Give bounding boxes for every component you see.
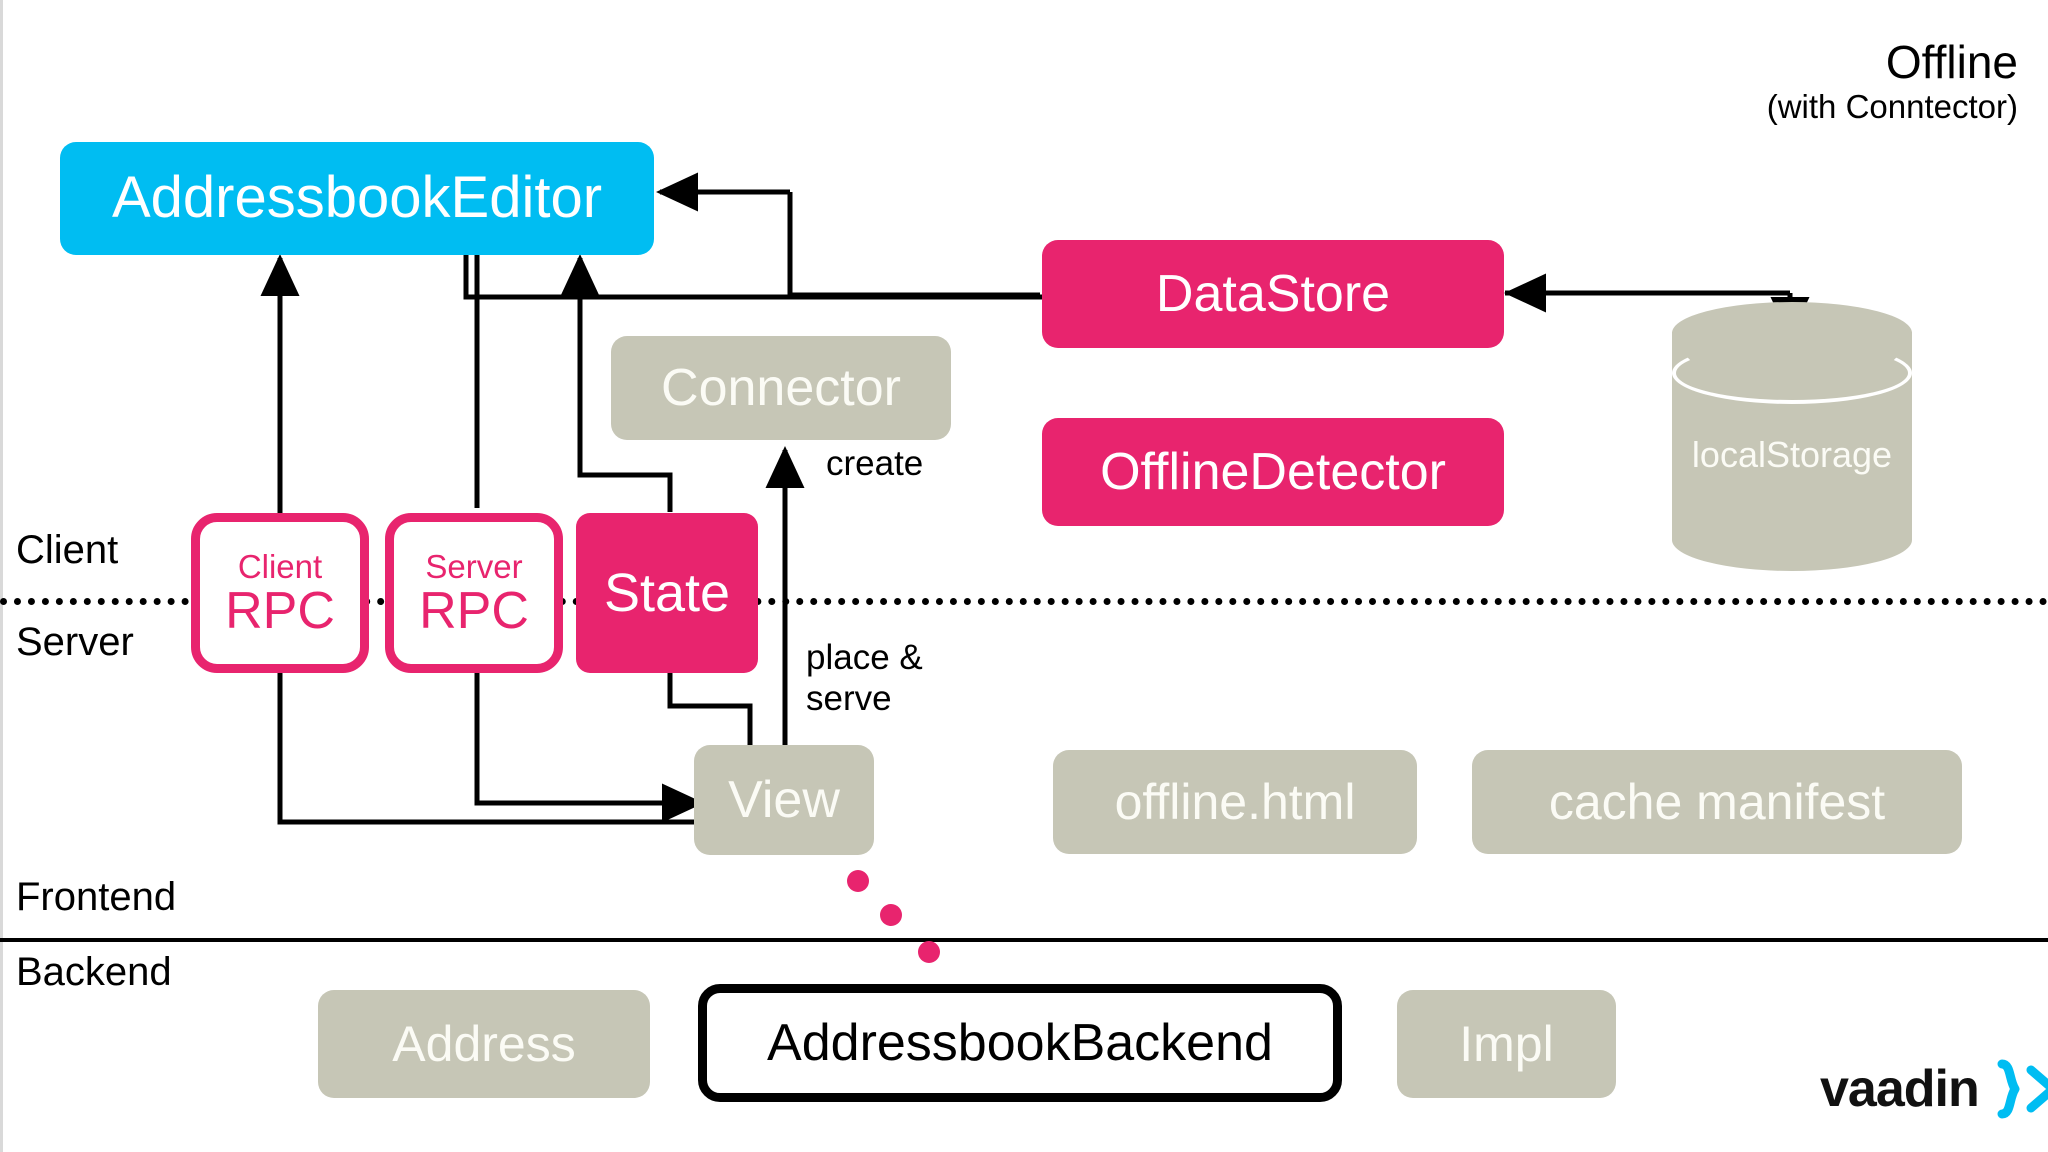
node-datastore-label: DataStore	[1155, 264, 1391, 323]
node-address[interactable]: Address	[318, 990, 650, 1098]
node-address-label: Address	[392, 1015, 576, 1072]
node-offline-html[interactable]: offline.html	[1053, 750, 1417, 854]
node-impl[interactable]: Impl	[1397, 990, 1616, 1098]
page-title: Offline	[1885, 36, 2018, 88]
node-view[interactable]: View	[694, 745, 874, 855]
node-addressbook-editor-label: AddressbookEditor	[111, 165, 603, 231]
annotation-create: create	[826, 444, 924, 483]
wire-state-to-view	[667, 672, 753, 745]
wire-editor-to-connector-bus	[466, 255, 1050, 297]
vaadin-glyph-icon	[1997, 1059, 2048, 1119]
node-client-rpc-label-bottom: RPC	[225, 581, 335, 640]
node-local-storage-label: localStorage	[1691, 434, 1893, 475]
annotation-place-serve-line2: serve	[806, 679, 892, 718]
node-addressbook-backend-label: AddressbookBackend	[767, 1013, 1273, 1072]
node-cache-manifest-label: cache manifest	[1548, 773, 1886, 830]
node-offline-detector[interactable]: OfflineDetector	[1042, 418, 1504, 526]
band-label-backend: Backend	[16, 950, 172, 994]
wire-connector-bus	[463, 255, 1053, 340]
wire-serverrpc-to-view	[474, 672, 690, 806]
wire-datastore-to-editor	[787, 192, 1040, 298]
flow-dot	[880, 904, 902, 926]
flow-dot	[847, 870, 869, 892]
node-server-rpc-label-bottom: RPC	[419, 581, 529, 640]
node-cache-manifest[interactable]: cache manifest	[1472, 750, 1962, 854]
flow-dot	[918, 941, 940, 963]
band-label-server: Server	[16, 620, 134, 664]
node-view-label: View	[728, 770, 840, 829]
node-server-rpc[interactable]: Server RPC	[385, 513, 563, 673]
node-offline-detector-label: OfflineDetector	[1100, 442, 1446, 501]
node-connector[interactable]: Connector	[611, 336, 951, 440]
divider-frontend-backend	[0, 938, 2048, 942]
page-left-edge	[0, 0, 3, 1152]
vaadin-wordmark: vaadin	[1820, 1060, 1980, 1118]
page-subtitle: (with Conntector)	[1766, 88, 2018, 126]
cylinder-seam	[1672, 342, 1912, 404]
wire-clientrpc-to-view	[277, 672, 700, 825]
band-label-frontend: Frontend	[16, 875, 177, 919]
node-addressbook-backend[interactable]: AddressbookBackend	[698, 984, 1342, 1102]
divider-client-server	[0, 598, 2048, 605]
node-connector-label: Connector	[661, 358, 901, 417]
node-client-rpc[interactable]: Client RPC	[191, 513, 369, 673]
band-label-client: Client	[16, 528, 119, 572]
node-datastore[interactable]: DataStore	[1042, 240, 1504, 348]
node-offline-html-label: offline.html	[1114, 773, 1356, 830]
node-addressbook-editor[interactable]: AddressbookEditor	[60, 142, 654, 255]
node-state[interactable]: State	[576, 513, 758, 673]
diagram-title-block: Offline (with Conntector)	[1767, 38, 2018, 128]
node-server-rpc-label-top: Server	[425, 547, 523, 585]
vaadin-logo: vaadin	[1820, 1058, 2048, 1120]
node-state-label: State	[603, 562, 731, 623]
node-client-rpc-label-top: Client	[237, 547, 323, 585]
annotation-place-serve-line1: place &	[806, 638, 923, 677]
node-local-storage[interactable]: localStorage	[1672, 302, 1912, 571]
node-impl-label: Impl	[1459, 1015, 1554, 1072]
